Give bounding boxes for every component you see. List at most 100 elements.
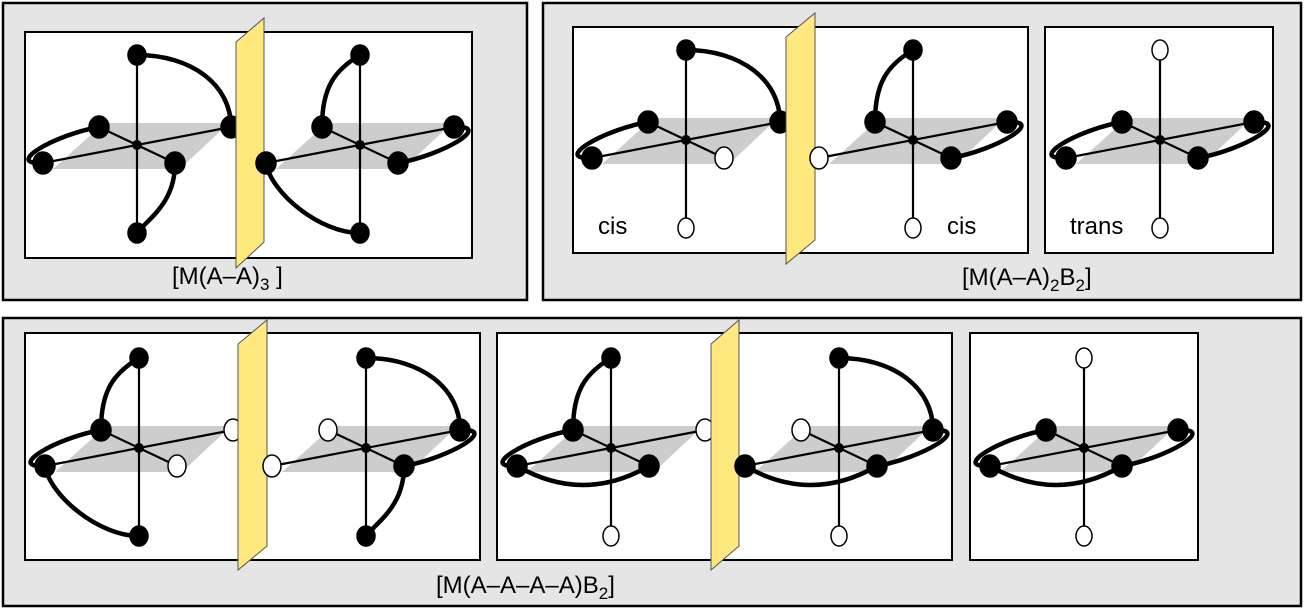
octahedral-complex — [255, 44, 471, 244]
ligand-a-atom — [356, 347, 376, 369]
octahedral-complex — [1049, 39, 1271, 239]
ligand-a-atom — [129, 525, 149, 547]
ligand-a-atom — [1243, 110, 1265, 134]
ligand-a-atom — [443, 115, 465, 139]
formula-label: [M(A–A)2B2] — [962, 264, 1092, 295]
panel-m-aa3: [M(A–A)3 ] — [1, 1, 529, 302]
ligand-a-atom — [127, 222, 147, 244]
metal-atom — [681, 135, 691, 145]
metal-atom — [355, 140, 365, 150]
ligand-a-atom — [127, 44, 147, 66]
ligand-a-atom — [311, 115, 333, 139]
formula-subscript: 3 — [260, 275, 269, 294]
mirror-plane — [710, 318, 740, 572]
metal-atom — [361, 443, 371, 453]
ligand-b-atom — [809, 146, 829, 170]
mirror-plane — [237, 318, 268, 572]
ligand-b-atom — [602, 525, 620, 547]
ligand-b-atom — [167, 454, 187, 478]
metal-atom — [1155, 135, 1165, 145]
ligand-a-atom — [32, 151, 54, 175]
formula-subscript: 2 — [1050, 276, 1059, 295]
metal-atom — [132, 140, 142, 150]
chelate-ring — [987, 463, 1125, 488]
ligand-b-atom — [1151, 39, 1169, 61]
chelate-ring — [683, 47, 783, 125]
ligand-a-atom — [393, 454, 415, 478]
ligand-a-atom — [34, 454, 56, 478]
formula-text: [M(A–A–A–A)B — [436, 572, 599, 599]
formula-text: ] — [608, 572, 615, 599]
formula-subscript: 2 — [1076, 276, 1085, 295]
metal-atom — [908, 135, 918, 145]
ligand-a-atom — [734, 454, 756, 478]
octahedral-complex — [262, 347, 477, 547]
ligand-a-atom — [506, 454, 528, 478]
panel-m-aaaa-b2: [M(A–A–A–A)B2] — [1, 316, 1303, 608]
ligand-a-atom — [638, 454, 660, 478]
formula-text: [M(A–A) — [962, 264, 1050, 291]
ligand-a-atom — [864, 110, 886, 134]
ligand-a-atom — [903, 39, 923, 61]
ligand-a-atom — [601, 347, 621, 369]
ligand-b-atom — [904, 217, 922, 239]
ligand-a-atom — [129, 347, 149, 369]
ligand-a-atom — [1111, 454, 1133, 478]
octahedral-complex — [500, 347, 715, 547]
isomer-label-cis: cis — [598, 213, 627, 240]
ligand-a-atom — [979, 454, 1001, 478]
ligand-b-atom — [830, 525, 848, 547]
metal-atom — [1079, 443, 1089, 453]
mirror-plane — [785, 11, 816, 266]
ligand-a-atom — [449, 418, 471, 442]
ligand-b-atom — [1075, 347, 1093, 369]
formula-label: [M(A–A)3 ] — [172, 263, 283, 294]
octahedral-complex — [26, 44, 242, 244]
formula-label: [M(A–A–A–A)B2] — [436, 572, 615, 603]
ligand-a-atom — [90, 418, 112, 442]
ligand-a-atom — [562, 418, 584, 442]
formula-text: ] — [1085, 264, 1092, 291]
formula-text: [M(A–A) — [172, 263, 260, 290]
chelate-ring — [742, 463, 880, 488]
ligand-a-atom — [829, 347, 849, 369]
chelate-ring — [134, 52, 234, 130]
chelate-ring — [836, 355, 936, 433]
octahedral-complex — [973, 347, 1195, 547]
chelate-ring — [514, 463, 652, 488]
chelate-ring — [363, 355, 463, 433]
panel-m-aa2b2: cis cis trans [M(A–A)2B2] — [541, 1, 1303, 302]
ligand-b-atom — [791, 418, 811, 442]
formula-subscript: 2 — [599, 584, 608, 603]
ligand-a-atom — [356, 525, 376, 547]
isomer-label-cis: cis — [947, 213, 976, 240]
metal-atom — [834, 443, 844, 453]
metal-atom — [134, 443, 144, 453]
ligand-a-atom — [164, 151, 186, 175]
ligand-a-atom — [940, 146, 962, 170]
ligand-a-atom — [1187, 146, 1209, 170]
formula-text: B — [1059, 264, 1075, 291]
octahedral-complex — [575, 39, 791, 239]
ligand-a-atom — [350, 222, 370, 244]
ligand-a-atom — [1167, 418, 1189, 442]
ligand-a-atom — [255, 151, 277, 175]
ligand-a-atom — [922, 418, 944, 442]
ligand-a-atom — [866, 454, 888, 478]
ligand-b-atom — [714, 146, 734, 170]
ligand-a-atom — [1035, 418, 1057, 442]
isomer-label-trans: trans — [1070, 213, 1123, 240]
mirror-plane — [235, 16, 265, 270]
ligand-a-atom — [1111, 110, 1133, 134]
ligand-a-atom — [350, 44, 370, 66]
ligand-a-atom — [996, 110, 1018, 134]
ligand-b-atom — [1151, 217, 1169, 239]
octahedral-complex — [809, 39, 1024, 239]
ligand-a-atom — [88, 115, 110, 139]
ligand-b-atom — [262, 454, 282, 478]
octahedral-complex — [28, 347, 243, 547]
ligand-b-atom — [318, 418, 338, 442]
ligand-a-atom — [676, 39, 696, 61]
formula-text: ] — [269, 263, 282, 290]
